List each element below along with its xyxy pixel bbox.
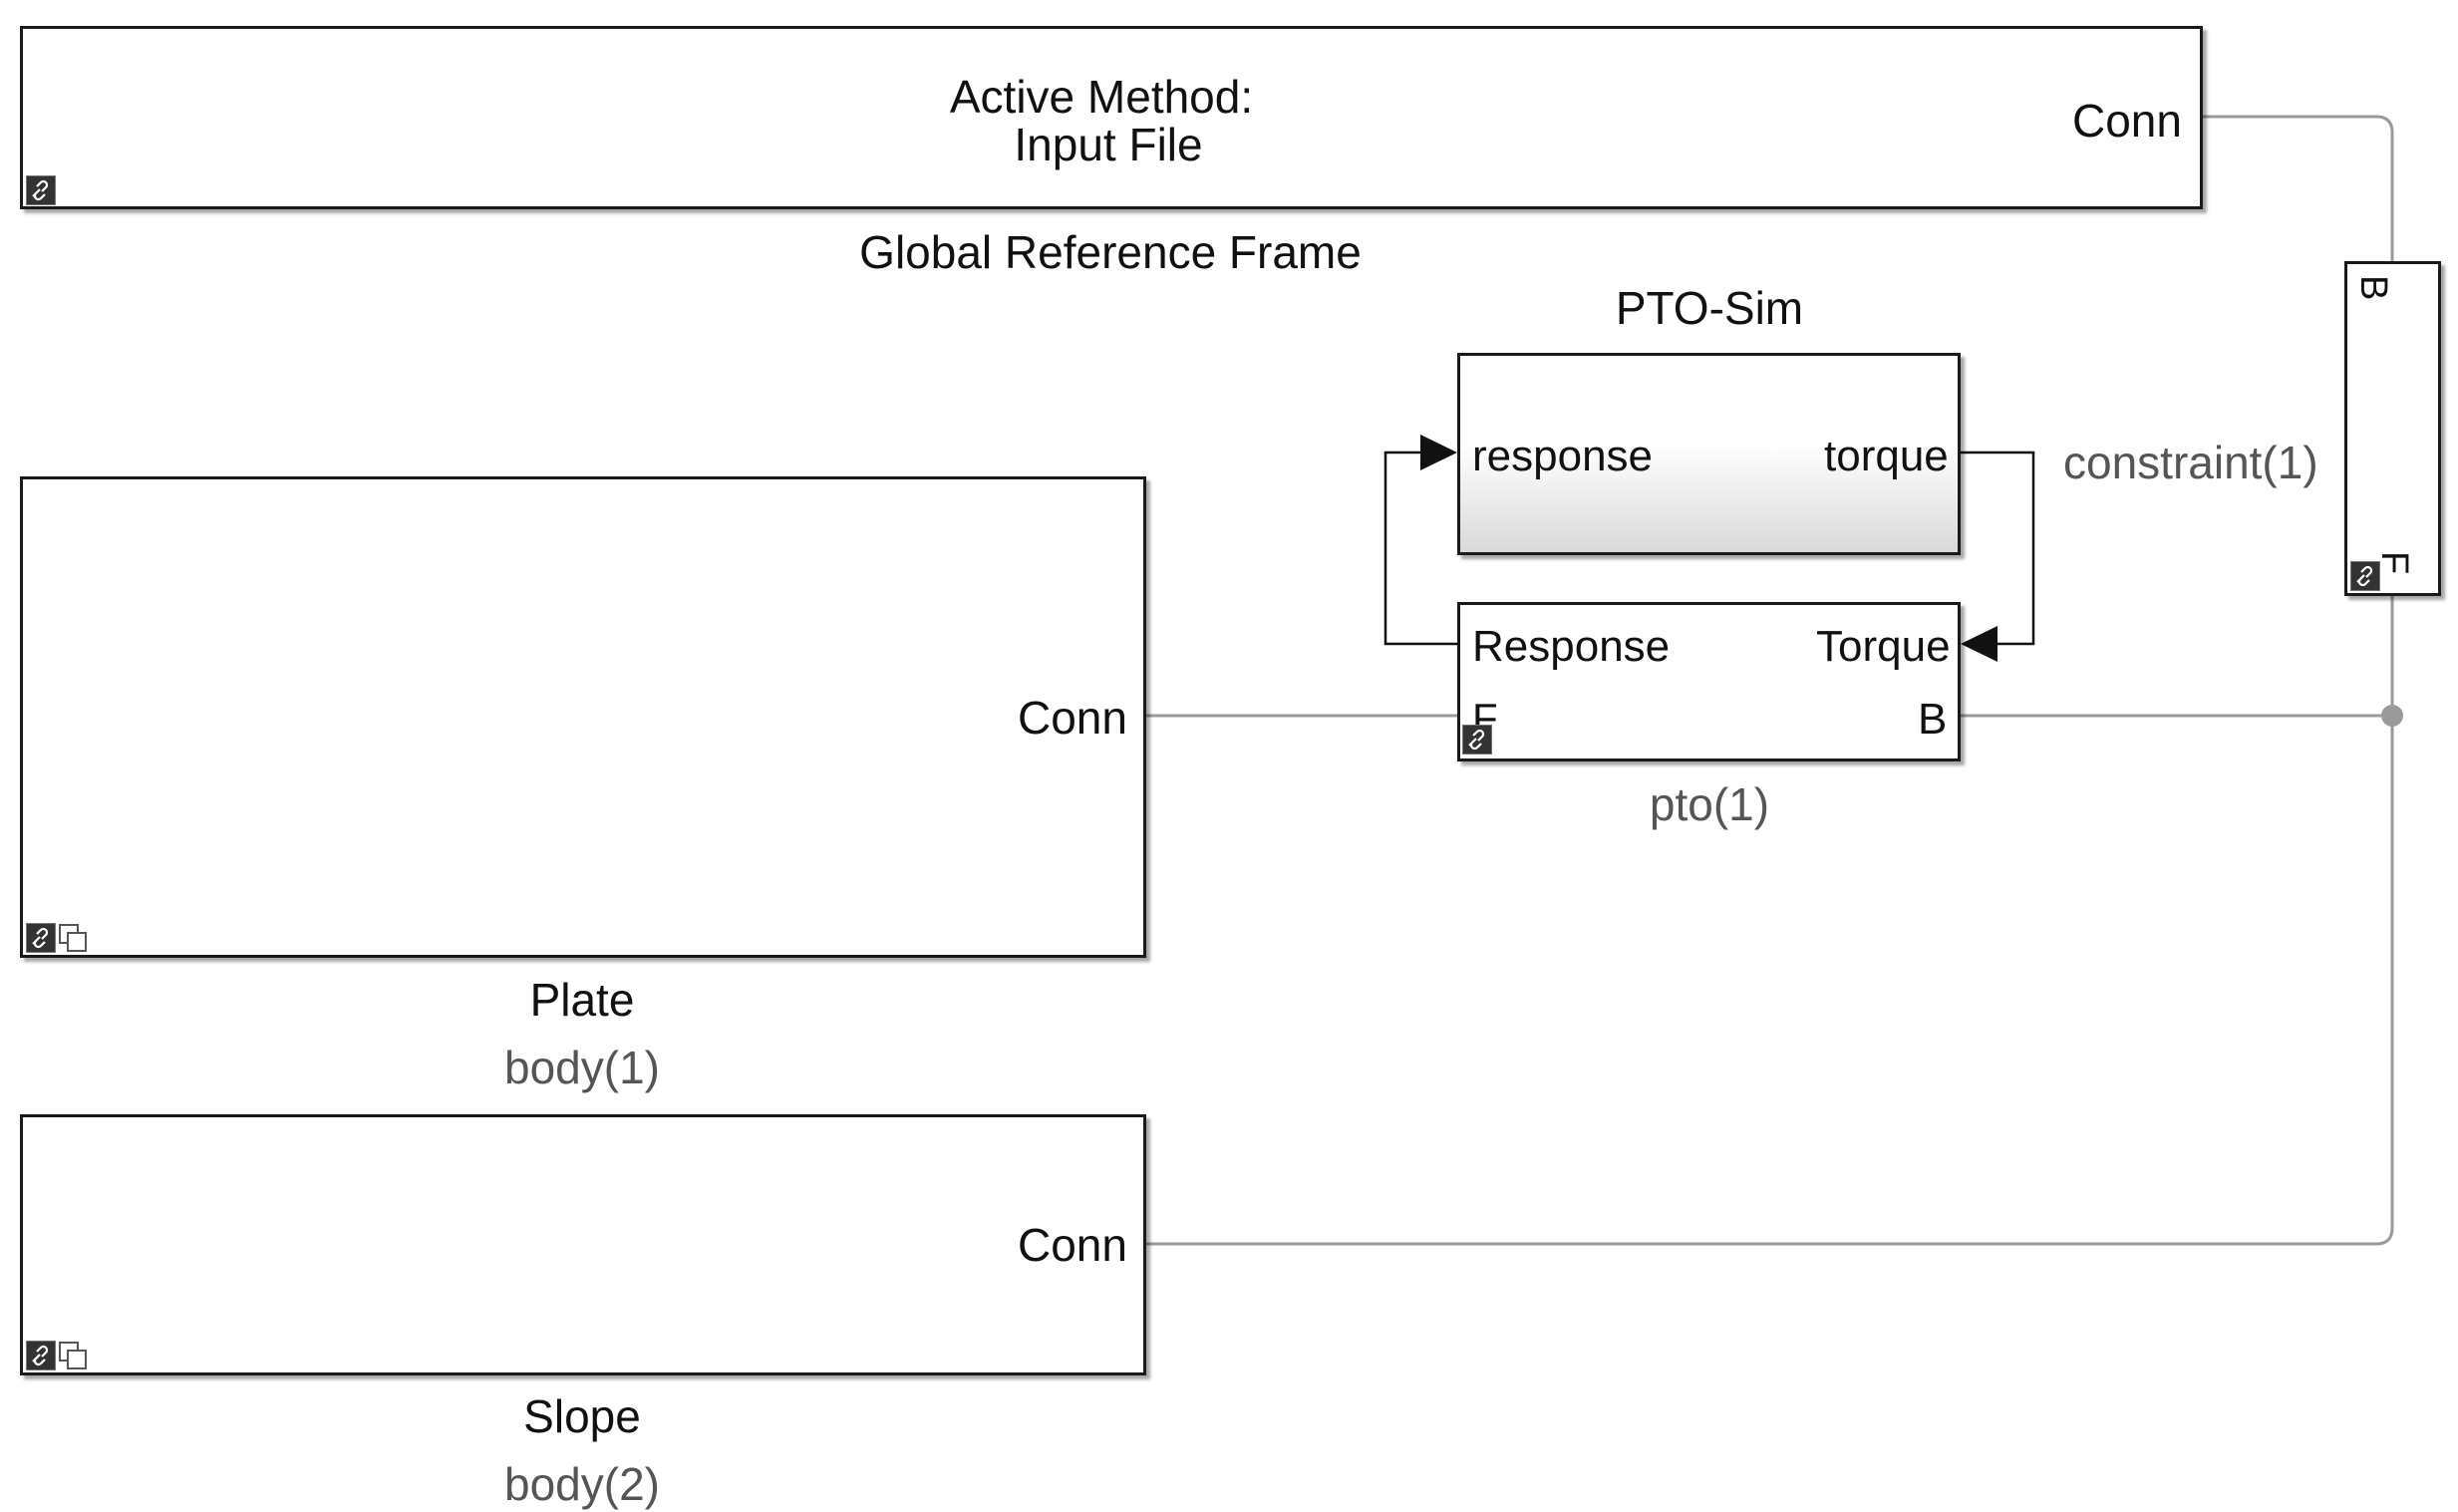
slope-instance-label: body(2) bbox=[504, 1458, 660, 1510]
pto-sim-response-port: response bbox=[1472, 432, 1654, 480]
torque-signal-line[interactable] bbox=[1961, 451, 2035, 646]
slope-conn-port: Conn bbox=[1018, 1219, 1127, 1271]
constraint-f-port: F bbox=[2373, 551, 2415, 575]
global-reference-frame-label: Global Reference Frame bbox=[859, 226, 1362, 278]
grf-input-file-text: Input File bbox=[1014, 119, 1203, 170]
plate-instance-label: body(1) bbox=[504, 1042, 660, 1093]
library-link-icon bbox=[26, 1341, 56, 1370]
grf-to-constraint-line[interactable] bbox=[2203, 115, 2394, 261]
grf-conn-port-label: Conn bbox=[2072, 95, 2182, 147]
library-link-icon bbox=[26, 175, 56, 205]
slope-body-block[interactable] bbox=[20, 1114, 1146, 1375]
variant-copy-icon bbox=[58, 1341, 88, 1370]
global-reference-frame-block[interactable] bbox=[20, 26, 2203, 209]
junction-to-slope-line[interactable] bbox=[1146, 716, 2394, 1246]
constraint-block[interactable] bbox=[2344, 261, 2441, 596]
slope-label: Slope bbox=[523, 1390, 641, 1442]
library-link-icon bbox=[26, 923, 56, 953]
pto-sim-block[interactable] bbox=[1457, 353, 1961, 555]
plate-label: Plate bbox=[529, 974, 635, 1026]
response-signal-line[interactable] bbox=[1383, 451, 1457, 646]
constraint-b-port: B bbox=[2352, 275, 2394, 301]
pto-b-port: B bbox=[1918, 695, 1948, 744]
signal-arrow-icon bbox=[1420, 435, 1457, 470]
pto-torque-port: Torque bbox=[1816, 622, 1951, 671]
library-link-icon bbox=[2350, 561, 2380, 591]
plate-conn-port: Conn bbox=[1018, 692, 1127, 744]
library-link-icon bbox=[1462, 725, 1492, 755]
variant-copy-icon bbox=[58, 923, 88, 953]
pto-sim-label: PTO-Sim bbox=[1615, 282, 1804, 334]
pto-block[interactable] bbox=[1457, 602, 1961, 761]
pto-sim-torque-port: torque bbox=[1824, 432, 1949, 480]
pto-response-port: Response bbox=[1472, 622, 1671, 671]
signal-arrow-icon bbox=[1961, 626, 1997, 662]
plate-body-block[interactable] bbox=[20, 476, 1146, 958]
grf-active-method-text: Active Method: bbox=[949, 71, 1254, 123]
constraint-instance-label: constraint(1) bbox=[2063, 437, 2318, 488]
pto-instance-label: pto(1) bbox=[1649, 778, 1770, 830]
